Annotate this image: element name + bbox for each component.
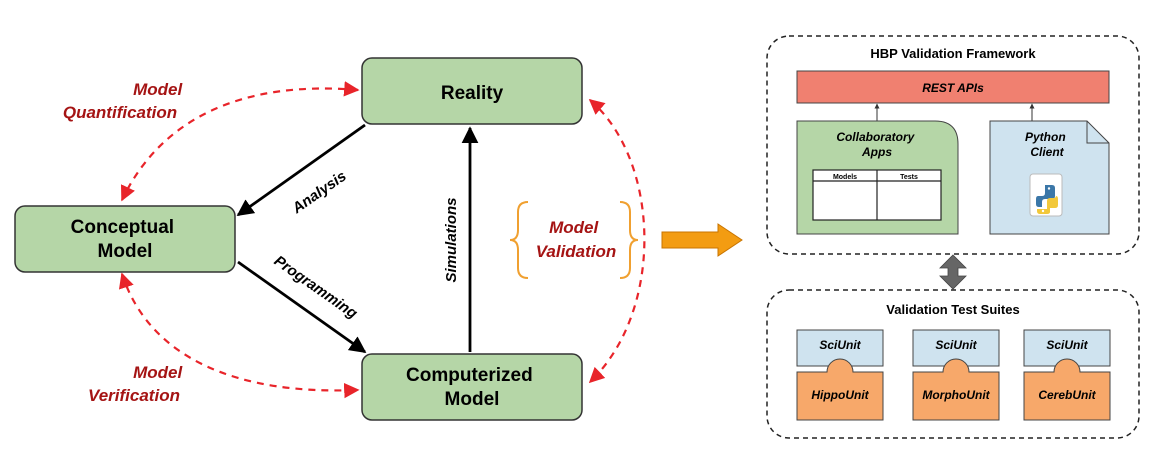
- reality-box: Reality: [361, 57, 583, 125]
- framework-suites-double-arrow: [939, 254, 967, 290]
- cerebunit-label: CerebUnit: [1038, 388, 1096, 402]
- quantification-arc: [121, 81, 360, 202]
- framework-title: HBP Validation Framework: [870, 46, 1036, 61]
- programming-label: Programming: [271, 252, 361, 322]
- analysis-arrow: [236, 123, 366, 217]
- collaboratory-apps-label: Collaboratory Apps: [836, 130, 917, 159]
- computerized-model-box: Computerized Model: [361, 353, 583, 421]
- conceptual-model-label: Conceptual Model: [71, 217, 180, 262]
- verification-arc: [118, 272, 360, 399]
- rest-apis-bar: REST APIs: [796, 70, 1110, 104]
- rest-apis-label: REST APIs: [922, 81, 984, 95]
- model-verification-label: Model Verification: [88, 363, 187, 405]
- table-header-tests: Tests: [900, 174, 918, 181]
- simulations-label: Simulations: [443, 197, 460, 282]
- sciunit-label: SciUnit: [1046, 338, 1088, 352]
- computerized-model-label: Computerized Model: [406, 365, 538, 410]
- collaboratory-apps-panel: Collaboratory Apps Models Tests: [796, 120, 959, 235]
- python-client-label: Python Client: [1025, 130, 1069, 159]
- programming-arrow: [237, 260, 367, 354]
- validation-left-brace: [509, 201, 529, 279]
- analysis-label: Analysis: [288, 168, 349, 218]
- hippounit-label: HippoUnit: [811, 388, 869, 402]
- python-logo-icon: [1029, 173, 1063, 217]
- python-client-panel: Python Client: [989, 120, 1110, 235]
- sciunit-label: SciUnit: [935, 338, 977, 352]
- model-validation-label: Model Validation: [536, 218, 617, 261]
- suites-title: Validation Test Suites: [886, 302, 1019, 317]
- table-header-models: Models: [833, 174, 857, 181]
- suite-cerebunit: SciUnit CerebUnit: [1023, 329, 1111, 421]
- morphounit-label: MorphoUnit: [922, 388, 990, 402]
- framework-container: [766, 35, 1140, 255]
- reality-label: Reality: [441, 83, 504, 104]
- sciunit-label: SciUnit: [819, 338, 861, 352]
- validation-right-brace: [619, 201, 639, 279]
- suite-hippounit: SciUnit HippoUnit: [796, 329, 884, 421]
- suite-morphounit: SciUnit MorphoUnit: [912, 329, 1000, 421]
- conceptual-model-box: Conceptual Model: [14, 205, 236, 273]
- orange-transition-arrow: [661, 223, 743, 257]
- suites-container: [766, 289, 1140, 439]
- model-quantification-label: Model Quantification: [63, 80, 187, 122]
